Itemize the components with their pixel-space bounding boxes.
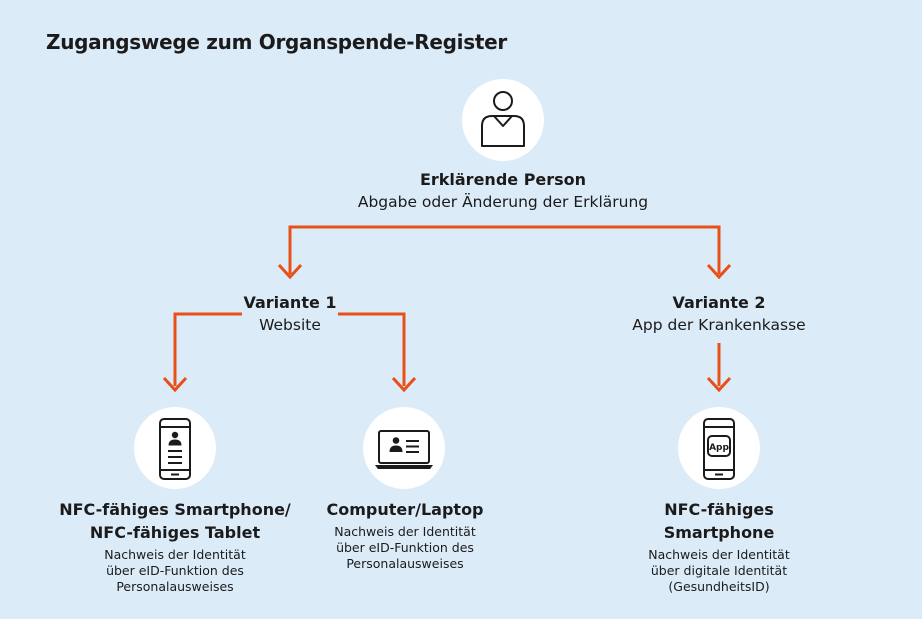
person-circle — [462, 79, 544, 161]
arrowhead-variant2 — [706, 263, 732, 280]
smartphone-app-description: Nachweis der Identität über digitale Ide… — [648, 547, 790, 594]
computer-circle — [363, 407, 445, 489]
arrowhead-variant1 — [277, 263, 303, 280]
arrowheads — [162, 263, 732, 393]
smartphone-tablet-description: Nachweis der Identität über eID-Funktion… — [104, 547, 246, 594]
computer-description: Nachweis der Identität über eID-Funktion… — [334, 524, 476, 571]
person-label: Erklärende Person Abgabe oder Änderung d… — [303, 168, 703, 214]
smartphone-app-title: NFC-fähiges Smartphone — [663, 500, 775, 542]
diagram-title: Zugangswege zum Organspende-Register — [46, 30, 507, 54]
computer-title: Computer/Laptop — [326, 500, 484, 519]
arrowhead-smartphone-app — [706, 376, 732, 393]
smartphone-app-circle: App — [678, 407, 760, 489]
variant2-subtitle: App der Krankenkasse — [632, 316, 806, 334]
smartphone-tablet-circle — [134, 407, 216, 489]
computer-label: Computer/Laptop Nachweis der Identität ü… — [290, 498, 520, 572]
smartphone-tablet-label: NFC-fähiges Smartphone/ NFC-fähiges Tabl… — [45, 498, 305, 595]
laptop-id-icon — [375, 430, 433, 469]
person-icon — [481, 91, 525, 147]
variant1-title: Variante 1 — [243, 293, 337, 312]
arrowhead-computer — [391, 376, 417, 393]
smartphone-id-icon — [159, 418, 191, 480]
connector-person-to-variants — [288, 225, 721, 274]
variant1-label: Variante 1 Website — [190, 291, 390, 337]
connector-lines — [173, 225, 721, 386]
person-title: Erklärende Person — [419, 170, 587, 189]
smartphone-tablet-title: NFC-fähiges Smartphone/ NFC-fähiges Tabl… — [59, 500, 291, 542]
variant2-label: Variante 2 App der Krankenkasse — [599, 291, 839, 337]
smartphone-app-label: NFC-fähiges Smartphone Nachweis der Iden… — [604, 498, 834, 595]
variant1-subtitle: Website — [259, 316, 321, 334]
smartphone-app-icon: App — [703, 418, 735, 480]
app-label: App — [709, 443, 729, 453]
person-subtitle: Abgabe oder Änderung der Erklärung — [357, 193, 649, 211]
arrowhead-smartphone-tablet — [162, 376, 188, 393]
connector-variant1-to-smartphone — [173, 312, 242, 386]
connector-variant1-to-computer — [338, 312, 406, 386]
variant2-title: Variante 2 — [672, 293, 766, 312]
